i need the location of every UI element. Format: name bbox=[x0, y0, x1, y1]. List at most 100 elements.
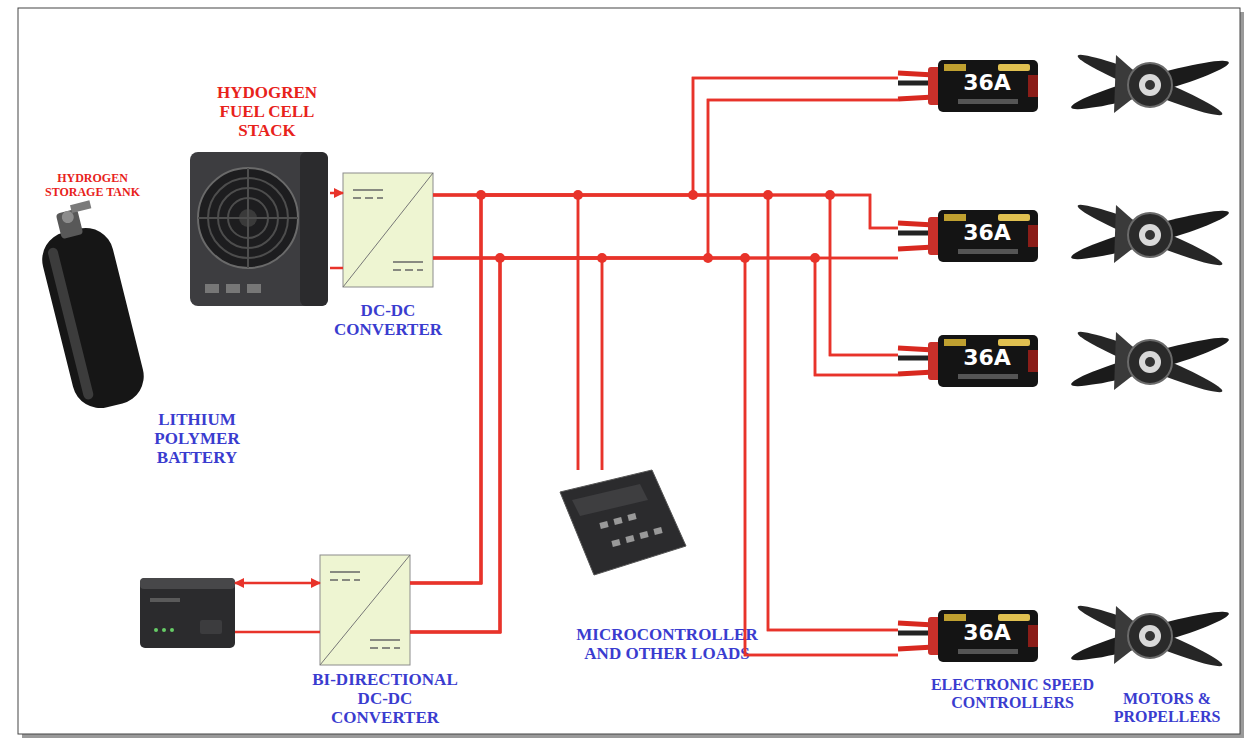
microcontroller-picture-part bbox=[572, 484, 648, 516]
fuel-cell-picture-part bbox=[198, 168, 298, 268]
dc-dc-converter-box-part bbox=[353, 197, 383, 199]
component-label: 36A bbox=[942, 346, 1032, 371]
component-label: HYDOGREN FUEL CELL STACK bbox=[212, 83, 322, 140]
battery-picture-part bbox=[200, 620, 222, 634]
power-wire bbox=[410, 78, 898, 632]
esc-picture bbox=[898, 60, 1038, 112]
wire-line bbox=[410, 100, 898, 632]
fuel-cell-picture-part bbox=[190, 152, 328, 306]
component-label: 36A bbox=[942, 621, 1032, 646]
microcontroller-picture bbox=[560, 470, 686, 575]
wire-line bbox=[410, 195, 898, 583]
battery-picture-part bbox=[162, 628, 166, 632]
bidirectional-converter-box bbox=[320, 555, 410, 665]
bidirectional-converter-box-part bbox=[330, 579, 360, 581]
wire-line bbox=[433, 258, 898, 655]
junction-dots-part bbox=[763, 190, 773, 200]
power-wire bbox=[410, 195, 602, 632]
component-label: 36A bbox=[942, 221, 1032, 246]
wire-line bbox=[410, 195, 481, 583]
junction-dots-part bbox=[495, 253, 505, 263]
junction-dots-part bbox=[573, 190, 583, 200]
wire-line bbox=[410, 258, 898, 655]
wire-line bbox=[433, 195, 898, 630]
wire-line bbox=[433, 195, 578, 470]
battery-picture-part bbox=[170, 628, 174, 632]
fuel-cell-picture-part bbox=[205, 284, 219, 293]
dc-dc-converter-box-part bbox=[393, 269, 423, 271]
wire-line bbox=[433, 195, 898, 355]
microcontroller-picture-part bbox=[627, 513, 636, 521]
wire-line bbox=[330, 192, 343, 195]
microcontroller-picture-part bbox=[599, 521, 608, 529]
component-node: 36A bbox=[898, 55, 1040, 117]
power-wire bbox=[433, 195, 602, 470]
component-label: LITHIUM POLYMER BATTERY bbox=[142, 410, 252, 467]
wire-line bbox=[433, 257, 898, 260]
junction-dots-part bbox=[597, 253, 607, 263]
esc-picture bbox=[898, 335, 1038, 387]
component-label: BI-DIRECTIONAL DC-DC CONVERTER bbox=[301, 670, 469, 727]
component-label: HYDROGEN STORAGE TANK bbox=[35, 172, 150, 199]
fuel-cell-picture-part bbox=[226, 284, 240, 293]
component-node: BI-DIRECTIONAL DC-DC CONVERTER bbox=[320, 555, 410, 665]
dc-dc-converter-box-part bbox=[353, 189, 383, 191]
fuel-cell-picture bbox=[190, 152, 328, 306]
bidirectional-converter-box-part bbox=[370, 647, 400, 649]
power-wire bbox=[330, 193, 343, 268]
dc-dc-converter-box bbox=[343, 173, 433, 287]
microcontroller-picture-part bbox=[639, 531, 648, 539]
wire-line bbox=[433, 195, 898, 228]
wire-line bbox=[433, 258, 898, 375]
group-label: ELECTRONIC SPEED CONTROLLERS bbox=[925, 676, 1100, 712]
junction-dots-part bbox=[825, 190, 835, 200]
esc-picture bbox=[898, 210, 1038, 262]
power-wire bbox=[433, 195, 898, 375]
bidirectional-converter-box-part bbox=[320, 555, 410, 665]
power-wire bbox=[410, 195, 898, 632]
bidirectional-converter-box-part bbox=[370, 639, 400, 641]
dc-dc-converter-box-part bbox=[393, 261, 423, 263]
junction-dots-part bbox=[703, 253, 713, 263]
battery-picture-part bbox=[140, 578, 235, 648]
wire-line bbox=[330, 267, 343, 270]
power-wire bbox=[410, 195, 898, 632]
fuel-cell-picture-part bbox=[198, 168, 298, 268]
component-label: MICROCONTROLLER AND OTHER LOADS bbox=[567, 625, 767, 663]
component-node: HYDOGREN FUEL CELL STACK bbox=[185, 150, 330, 310]
dc-dc-converter-box-part bbox=[343, 173, 433, 287]
junction-dots-part bbox=[476, 190, 486, 200]
dc-dc-converter-box-part bbox=[343, 173, 433, 287]
wire-line bbox=[410, 258, 898, 632]
component-node: 36A bbox=[898, 205, 1040, 267]
motor-pictures bbox=[1069, 48, 1232, 672]
esc-picture bbox=[898, 610, 1038, 662]
power-wire bbox=[410, 195, 898, 655]
motor-picture bbox=[1069, 325, 1232, 398]
wire-line bbox=[410, 195, 578, 583]
bidirectional-converter-box-part bbox=[330, 571, 360, 573]
component-node: LITHIUM POLYMER BATTERY bbox=[140, 575, 235, 650]
power-wire bbox=[410, 195, 500, 632]
bidirectional-converter-box-part bbox=[320, 555, 410, 665]
component-node: MICROCONTROLLER AND OTHER LOADS bbox=[555, 470, 680, 575]
group-label: MOTORS & PROPELLERS bbox=[1108, 690, 1226, 726]
microcontroller-picture-part bbox=[613, 517, 622, 525]
hydrogen-tank-picture-part bbox=[36, 222, 149, 414]
fuel-cell-picture-part bbox=[218, 188, 278, 248]
microcontroller-picture-part bbox=[611, 539, 620, 547]
junction-dots-part bbox=[740, 253, 750, 263]
wire-line bbox=[433, 78, 898, 195]
junction-dots bbox=[476, 190, 835, 263]
microcontroller-picture-part bbox=[653, 527, 662, 535]
page-frame bbox=[18, 8, 1244, 738]
wire-line bbox=[235, 631, 320, 634]
hydrogen-tank-picture bbox=[30, 198, 149, 414]
component-node: DC-DC CONVERTER bbox=[343, 173, 433, 287]
wire-line bbox=[235, 582, 320, 585]
wire-line bbox=[410, 258, 602, 632]
